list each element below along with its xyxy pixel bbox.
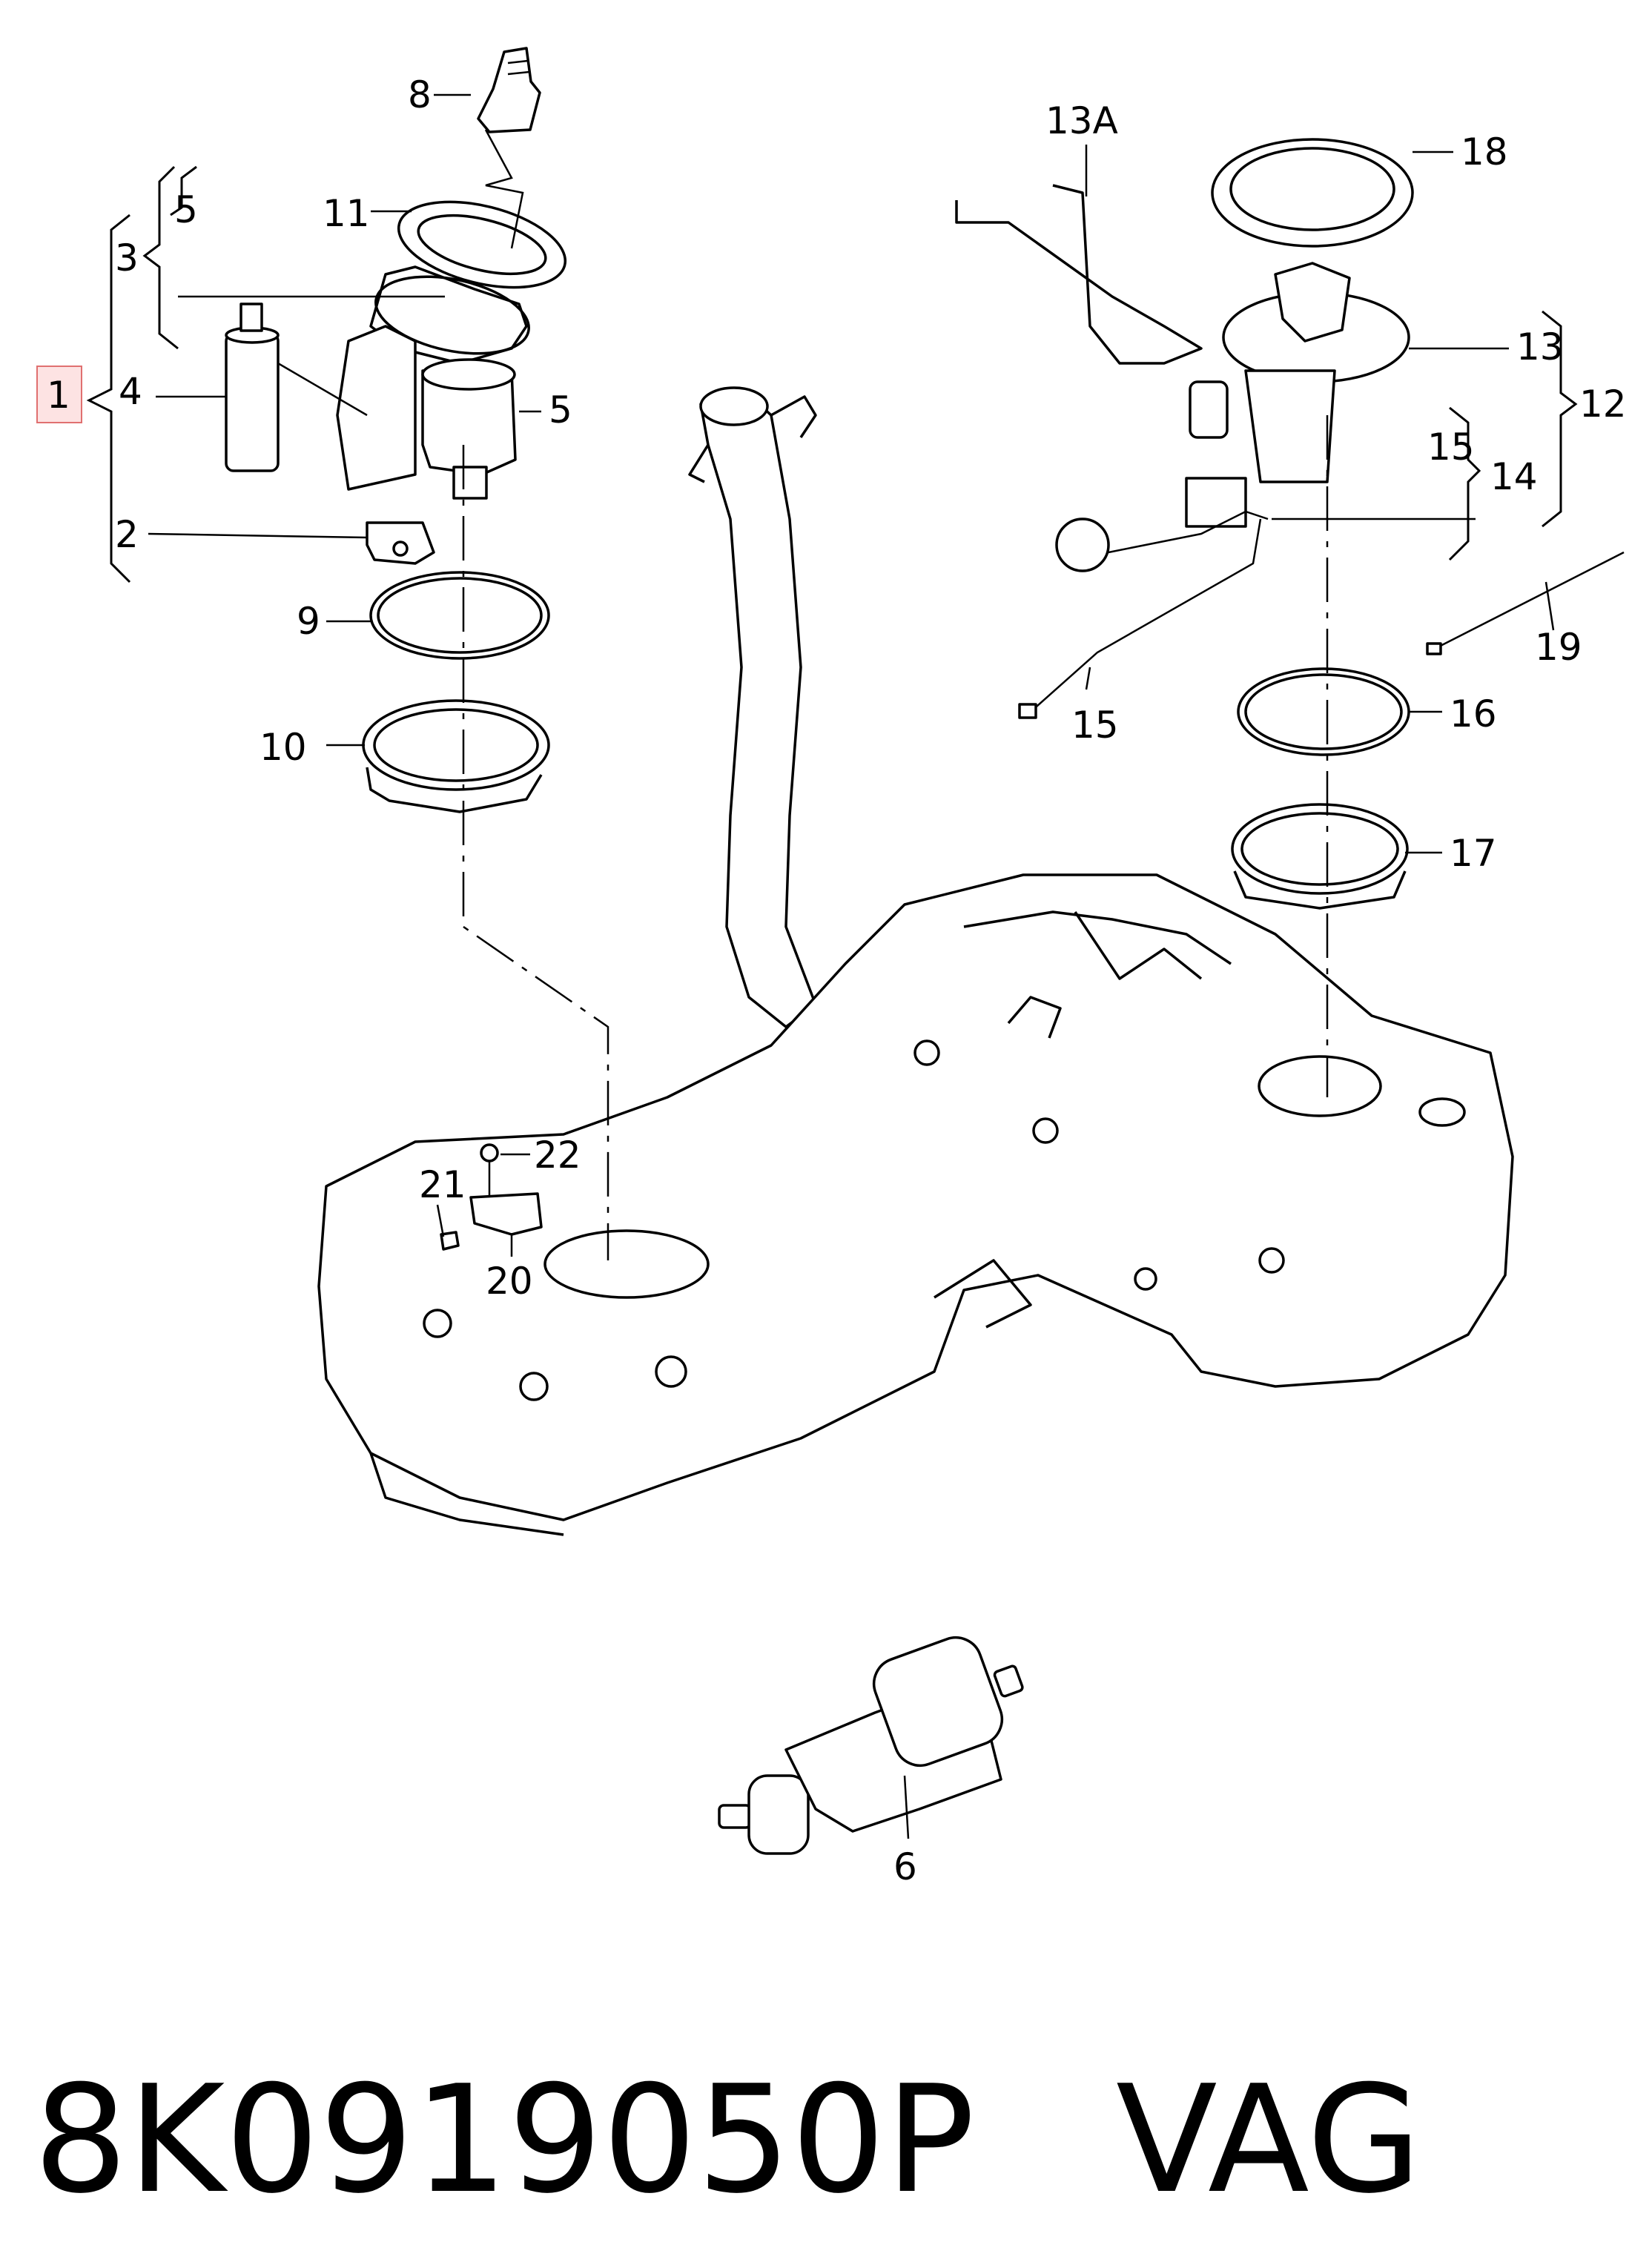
highlight-box: [36, 366, 82, 423]
filler-neck: [688, 386, 817, 1028]
label-3: 3: [115, 237, 139, 280]
label-17: 17: [1450, 832, 1497, 875]
sensor-bracket: [440, 1143, 543, 1251]
label-5-right: 5: [549, 388, 572, 431]
brand-name: VAG: [1116, 2054, 1421, 2226]
label-5-top: 5: [174, 188, 198, 231]
part-number: 8K0919050P: [33, 2054, 975, 2226]
bracket-group-12: [1448, 310, 1578, 561]
label-1: 1: [47, 374, 70, 417]
fuel-filter-6: [718, 1636, 1024, 1855]
label-11: 11: [323, 192, 370, 235]
fuel-pump-module: [225, 47, 567, 813]
label-12: 12: [1579, 383, 1627, 426]
label-13a: 13A: [1045, 99, 1118, 142]
label-18: 18: [1461, 130, 1508, 173]
label-2: 2: [115, 513, 139, 556]
label-22: 22: [534, 1134, 581, 1177]
leader-lines: [148, 93, 1555, 1839]
label-10: 10: [260, 726, 307, 769]
bracket-group-1: [86, 165, 197, 583]
label-19: 19: [1535, 626, 1582, 669]
label-16: 16: [1450, 692, 1497, 735]
label-14: 14: [1490, 455, 1538, 498]
label-13: 13: [1516, 325, 1564, 368]
label-21: 21: [419, 1163, 466, 1206]
label-15-top: 15: [1427, 426, 1475, 469]
label-6: 6: [893, 1845, 917, 1888]
sender-unit-parts: [955, 138, 1625, 910]
part-labels: 1 2 3 4 5 5 6 8 9 10 11 12 13 13A 14 15 …: [36, 73, 1627, 1888]
label-15-bottom: 15: [1071, 704, 1119, 747]
label-9: 9: [297, 600, 320, 643]
fuel-tank: [317, 873, 1514, 1536]
label-20: 20: [486, 1260, 533, 1303]
footer: 8K0919050P VAG: [33, 2054, 1421, 2226]
assembly-axes: [462, 415, 1329, 1260]
label-4: 4: [119, 370, 142, 413]
label-8: 8: [408, 73, 432, 116]
